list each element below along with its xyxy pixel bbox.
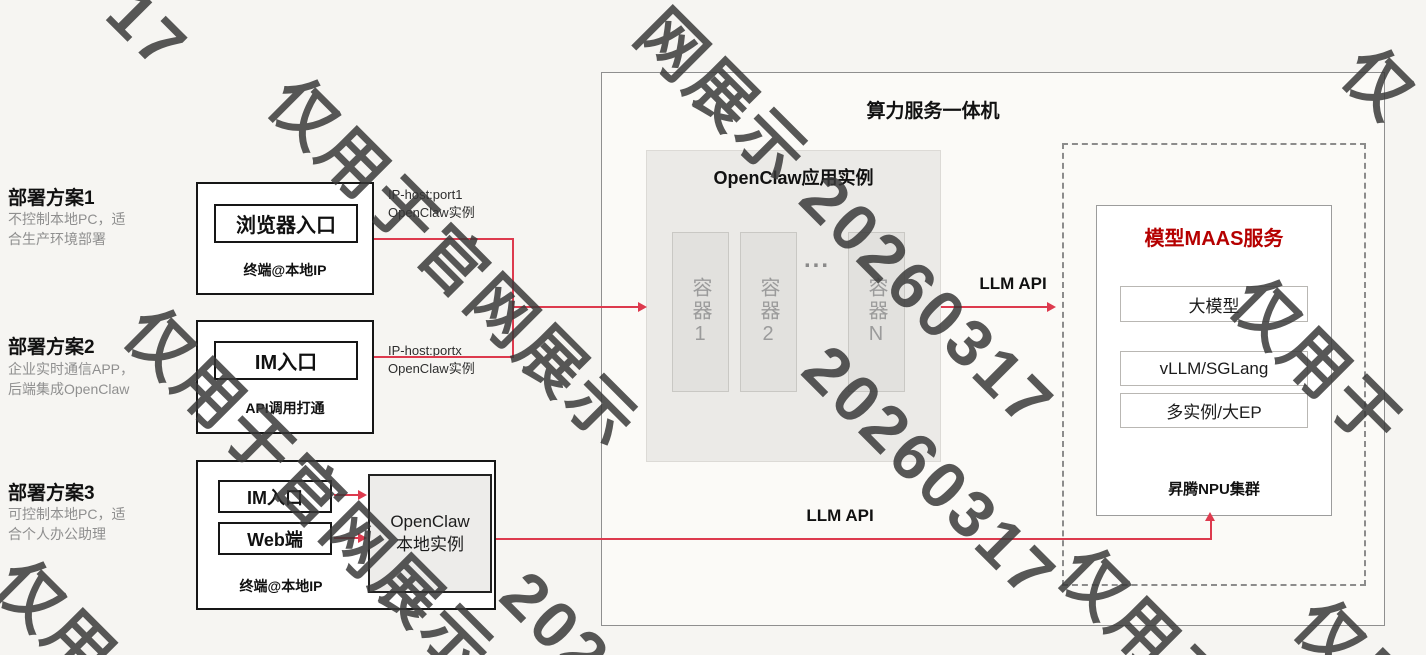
- compute-server-title: 算力服务一体机: [866, 101, 1000, 122]
- scheme3-description: 可控制本地PC，适 合个人办公助理: [8, 506, 126, 542]
- container-n-box: 容器N: [848, 232, 905, 392]
- openclaw-local-instance-box: OpenClaw 本地实例: [368, 474, 492, 593]
- npu-cluster-label: 昇腾NPU集群: [1168, 481, 1260, 498]
- scheme2-connection-label: IP-host:portx OpenClaw实例: [388, 343, 475, 376]
- scheme2-description: 企业实时通信APP， 后端集成OpenClaw: [8, 361, 135, 397]
- scheme1-description: 不控制本地PC，适 合生产环境部署: [8, 211, 126, 247]
- scheme1-terminal-label: 终端@本地IP: [243, 262, 327, 278]
- connector-llm-api-bottom-riser: [1210, 520, 1212, 540]
- maas-layer-multi-instance: 多实例/大EP: [1120, 393, 1308, 428]
- watermark-text: 17: [92, 0, 203, 85]
- scheme3-terminal-label: 终端@本地IP: [239, 578, 323, 594]
- connector-merge-line: [512, 238, 514, 358]
- connector-scheme2-line: [374, 356, 514, 358]
- connector-scheme1-line: [374, 238, 514, 240]
- openclaw-app-instances-title: OpenClaw应用实例: [713, 168, 874, 188]
- connector-im-to-local-line: [334, 494, 360, 496]
- connector-web-to-local-line: [334, 537, 360, 539]
- maas-layer-large-model: 大模型: [1120, 286, 1308, 322]
- scheme1-browser-entry: 浏览器入口: [214, 204, 358, 243]
- watermark-text: 仅用于: [0, 545, 182, 655]
- scheme3-im-entry: IM入口: [218, 480, 332, 513]
- scheme1-title: 部署方案1: [8, 188, 95, 209]
- maas-dashed-region: [1062, 143, 1366, 586]
- connector-to-app-line: [514, 306, 638, 308]
- scheme1-connection-label: IP-host:port1 OpenClaw实例: [388, 187, 475, 220]
- container-2-box: 容器2: [740, 232, 797, 392]
- arrowhead-web-to-local: [358, 533, 367, 543]
- scheme2-im-entry: IM入口: [214, 341, 358, 380]
- arrowhead-llm-api-bottom: [1205, 512, 1215, 521]
- llm-api-label-top: LLM API: [979, 274, 1047, 293]
- maas-layer-vllm-sglang: vLLM/SGLang: [1120, 351, 1308, 386]
- maas-service-title: 模型MAAS服务: [1144, 228, 1284, 250]
- llm-api-label-bottom: LLM API: [806, 506, 874, 525]
- arrowhead-to-app: [638, 302, 647, 312]
- arrowhead-llm-api-top: [1047, 302, 1056, 312]
- container-1-box: 容器1: [672, 232, 729, 392]
- arrowhead-im-to-local: [358, 490, 367, 500]
- scheme3-web-entry: Web端: [218, 522, 332, 555]
- scheme3-title: 部署方案3: [8, 483, 95, 504]
- containers-ellipsis: ...: [804, 246, 831, 273]
- connector-llm-api-bottom-line: [496, 538, 1212, 540]
- connector-llm-api-top-line: [941, 306, 1049, 308]
- scheme2-api-label: API调用打通: [245, 400, 325, 416]
- scheme2-title: 部署方案2: [8, 337, 95, 358]
